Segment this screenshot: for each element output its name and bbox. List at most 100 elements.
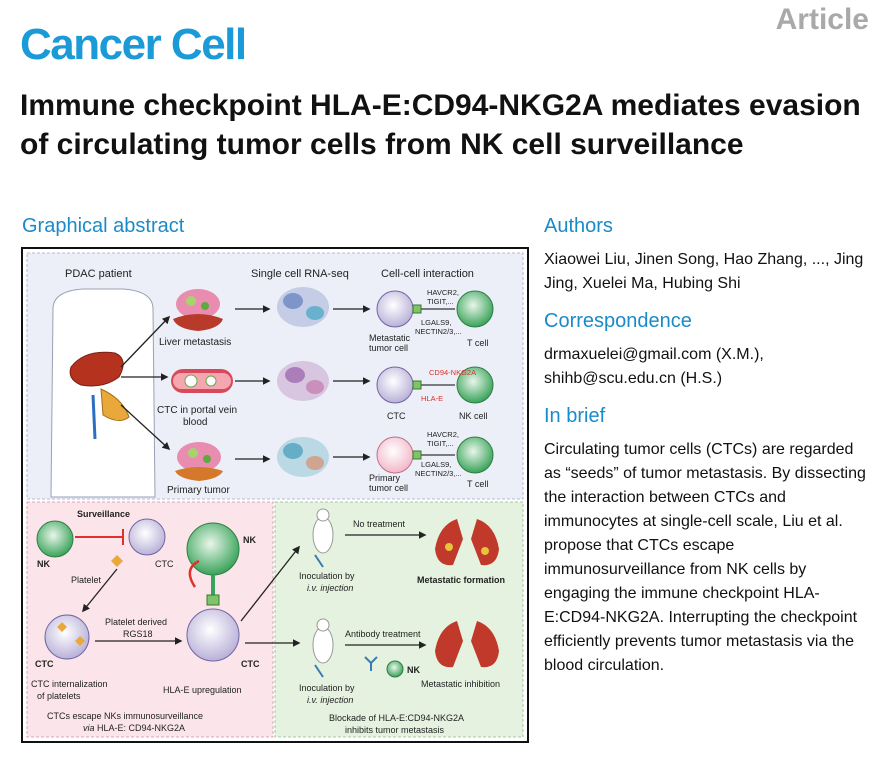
label-ctc-1: CTC (155, 559, 174, 569)
nk-cell-icon (36, 520, 74, 558)
caption-rest: HLA-E: CD94-NKG2A (95, 723, 186, 733)
label-inoculation-1a: Inoculation by (299, 571, 355, 581)
tsne-plot-liver (277, 287, 329, 327)
row1-ligand-3: LGALS9, (421, 318, 451, 327)
receptor-icon (412, 380, 422, 390)
authors-heading: Authors (544, 215, 613, 237)
label-single-cell-rnaseq: Single cell RNA-seq (251, 268, 349, 280)
label-nk-2: NK (243, 535, 256, 545)
ctc-cell-icon (128, 518, 166, 556)
graphical-abstract-svg: PDAC patient Single cell RNA-seq Cell-ce… (26, 252, 524, 738)
in-brief-section: In brief Circulating tumor cells (CTCs) … (544, 405, 874, 678)
mouse-icon (312, 618, 334, 664)
antibody-icon (364, 656, 378, 671)
article-type-label: Article (775, 3, 869, 36)
nk-cell-large-icon (186, 522, 240, 576)
article-title: Immune checkpoint HLA-E:CD94-NKG2A media… (20, 89, 861, 161)
t-cell-icon (456, 290, 494, 328)
tsne-plot-primary (277, 437, 329, 477)
label-platelet-derived-2: RGS18 (123, 629, 153, 639)
label-platelet-derived-1: Platelet derived (105, 617, 167, 627)
arrow-to-primary (120, 404, 171, 451)
mouse-icon (312, 508, 334, 554)
row3-ligand-2: TIGIT,... (427, 439, 454, 448)
label-inoculation-2a: Inoculation by (299, 683, 355, 693)
in-brief-heading: In brief (544, 405, 606, 427)
label-ctc-2: CTC (35, 659, 54, 669)
portal-vein-icon (171, 369, 233, 393)
nk-small-icon (386, 660, 404, 678)
lungs-inhibition-icon (435, 621, 499, 668)
bottom-right-caption-2: inhibits tumor metastasis (345, 725, 445, 735)
nk-cell-icon (456, 366, 494, 404)
correspondence-heading: Correspondence (544, 310, 692, 332)
in-brief-text: Circulating tumor cells (CTCs) are regar… (544, 441, 866, 674)
label-antibody-treatment: Antibody treatment (345, 629, 421, 639)
row3-left-label-1: Primary (369, 473, 400, 483)
t-cell-icon (456, 436, 494, 474)
row1-ligand-2: TIGIT,... (427, 297, 454, 306)
authors-section: Authors Xiaowei Liu, Jinen Song, Hao Zha… (544, 215, 874, 296)
label-inoculation-2b: i.v. injection (307, 695, 353, 705)
row1-left-label-1: Metastatic (369, 333, 411, 343)
label-ctc-portal-1: CTC in portal vein (157, 405, 237, 416)
row2-right-label: NK cell (459, 411, 488, 421)
patient-torso-icon (50, 288, 156, 498)
sidebar-summary: Authors Xiaowei Liu, Jinen Song, Hao Zha… (544, 215, 874, 692)
receptor-icon (412, 450, 422, 460)
row3-ligand-1: HAVCR2, (427, 430, 459, 439)
bottom-left-caption-1: CTCs escape NKs immunosurveillance (47, 711, 203, 721)
inhibition-arc (188, 559, 200, 588)
correspondence-email-2[interactable]: shihb@scu.edu.cn (H.S.) (544, 370, 723, 387)
label-cell-cell-interaction: Cell-cell interaction (381, 268, 474, 280)
label-platelet: Platelet (71, 575, 102, 585)
row3-ligand-3: LGALS9, (421, 460, 451, 469)
correspondence-email-1[interactable]: drmaxuelei@gmail.com (X.M.), (544, 346, 764, 363)
label-primary-tumor: Primary tumor (167, 485, 230, 496)
row2-ligand-2: HLA-E (421, 394, 443, 403)
primary-tumor-icon (175, 442, 223, 481)
label-metastatic-formation: Metastatic formation (417, 575, 505, 585)
label-ctc-3: CTC (241, 659, 260, 669)
authors-text: Xiaowei Liu, Jinen Song, Hao Zhang, ...,… (544, 251, 864, 292)
label-no-treatment: No treatment (353, 519, 406, 529)
platelet-icon (111, 555, 123, 567)
tsne-plot-ctc (277, 361, 329, 401)
ctc-cell-icon (376, 366, 414, 404)
liver-metastasis-icon (173, 289, 223, 331)
ctc-hla-e-up-icon (186, 608, 240, 662)
hla-e-ligand (206, 594, 220, 606)
row2-left-label: CTC (387, 411, 406, 421)
lungs-metastasis-icon (435, 519, 499, 566)
label-ctc-internalization-1: CTC internalization (31, 679, 108, 689)
primary-tumor-cell-icon (376, 436, 414, 474)
metastatic-tumor-cell-icon (376, 290, 414, 328)
caption-italic-via: via (83, 723, 95, 733)
row3-ligand-4: NECTIN2/3,... (415, 469, 462, 478)
label-nk-1: NK (37, 559, 50, 569)
label-ctc-portal-2: blood (183, 417, 207, 428)
receptor-icon (412, 304, 422, 314)
label-metastatic-inhibition: Metastatic inhibition (421, 679, 500, 689)
label-inoculation-1b: i.v. injection (307, 583, 353, 593)
bottom-left-caption-2: via HLA-E: CD94-NKG2A (83, 723, 185, 733)
row2-ligand-1: CD94-NKG2A (429, 368, 476, 377)
row3-left-label-2: tumor cell (369, 483, 408, 493)
ctc-with-platelets-icon (44, 614, 90, 660)
label-pdac-patient: PDAC patient (65, 268, 132, 280)
label-surveillance: Surveillance (77, 509, 130, 519)
graphical-abstract-figure: PDAC patient Single cell RNA-seq Cell-ce… (21, 247, 529, 743)
journal-name: Cancer Cell (20, 20, 247, 69)
arrow-platelet-internalization (82, 568, 118, 613)
row1-ligand-1: HAVCR2, (427, 288, 459, 297)
graphical-abstract-heading: Graphical abstract (22, 215, 185, 237)
arrow-to-no-treatment (240, 545, 300, 622)
correspondence-section: Correspondence drmaxuelei@gmail.com (X.M… (544, 310, 874, 391)
label-nk-3: NK (407, 665, 420, 675)
row1-right-label: T cell (467, 338, 488, 348)
row1-ligand-4: NECTIN2/3,... (415, 327, 462, 336)
syringe-icon (314, 554, 324, 568)
row1-left-label-2: tumor cell (369, 343, 408, 353)
syringe-icon (314, 664, 324, 678)
arrow-to-liver (120, 315, 171, 368)
